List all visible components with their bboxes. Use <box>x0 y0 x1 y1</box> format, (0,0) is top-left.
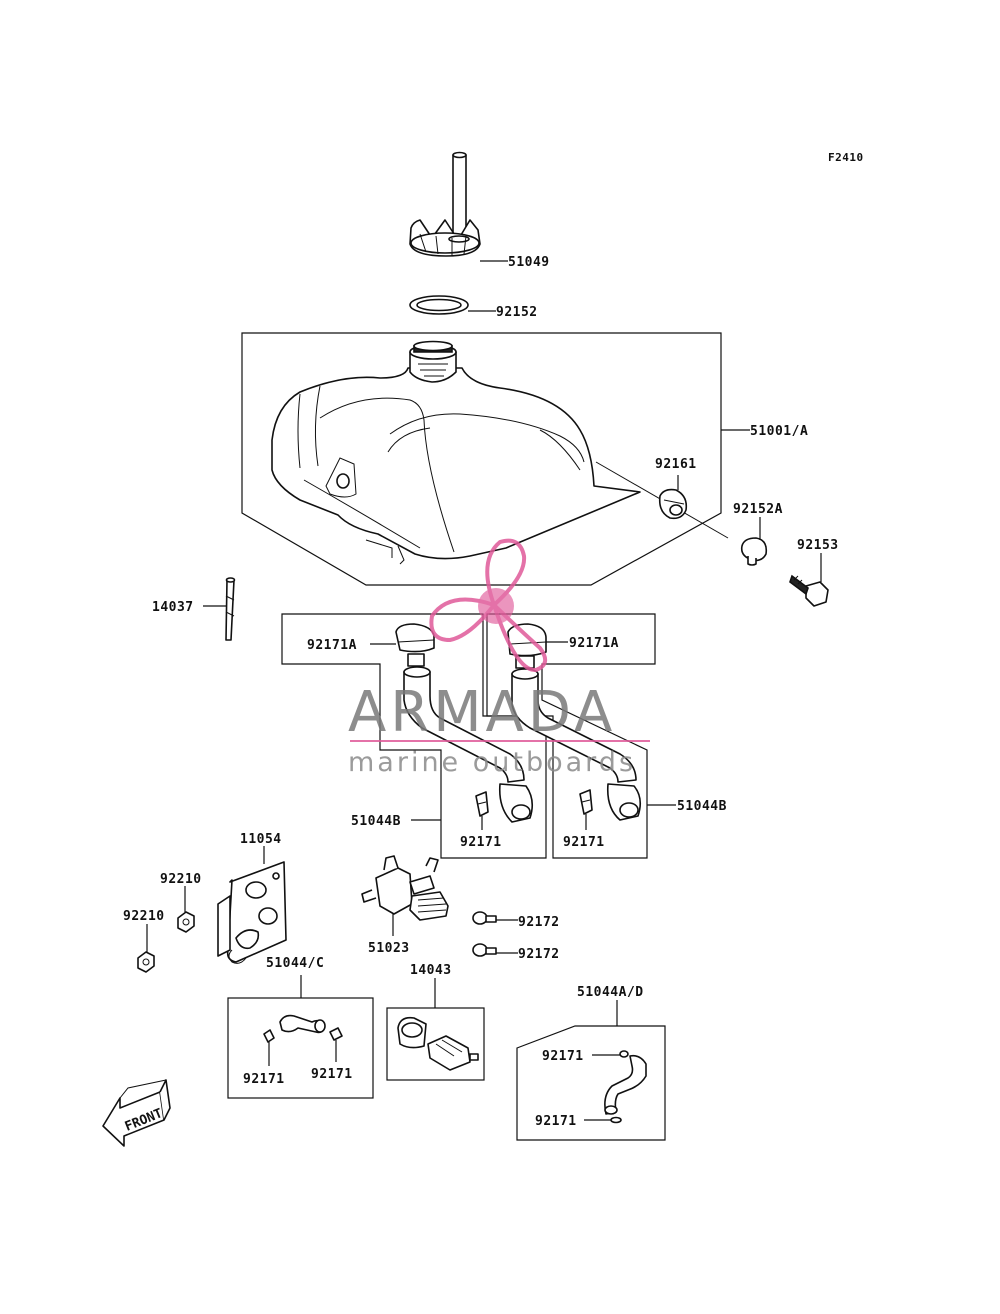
label-hose-c: 51044/C <box>266 956 324 971</box>
tank-assembly-frame <box>241 332 722 586</box>
label-collar: 92152A <box>733 502 783 517</box>
fuel-filter[interactable] <box>397 1016 479 1071</box>
rod[interactable] <box>225 577 236 641</box>
propeller-logo-icon <box>429 538 548 672</box>
label-clamp-a-right: 92171A <box>569 636 619 651</box>
figure-code: F2410 <box>828 151 864 164</box>
clip-ad-bottom[interactable] <box>610 1116 622 1124</box>
label-nut-upper: 92210 <box>160 872 202 887</box>
nut-upper[interactable] <box>177 911 195 933</box>
hose-b-right[interactable] <box>507 623 642 821</box>
label-tank: 51001/A <box>750 424 808 439</box>
label-cap: 51049 <box>508 255 550 270</box>
label-cock: 51023 <box>368 941 410 956</box>
label-nut-lower: 92210 <box>123 909 165 924</box>
label-screw-lower: 92172 <box>518 947 560 962</box>
screw-upper[interactable] <box>472 911 497 925</box>
clip-ad-top[interactable] <box>619 1050 629 1058</box>
label-clip-left-b: 92171 <box>460 835 502 850</box>
label-clip-right-b: 92171 <box>563 835 605 850</box>
watermark-tagline: marine outboards <box>348 747 636 778</box>
label-rod: 14037 <box>152 600 194 615</box>
clip-c-left[interactable] <box>263 1029 275 1043</box>
hose-c[interactable] <box>279 1014 326 1034</box>
hose-b-left-frame <box>281 613 547 859</box>
damper[interactable] <box>658 488 688 520</box>
label-bolt: 92153 <box>797 538 839 553</box>
clip-c-right[interactable] <box>329 1027 343 1041</box>
fuel-cock[interactable] <box>361 855 449 921</box>
label-bracket: 11054 <box>240 832 282 847</box>
clip-right-b[interactable] <box>579 789 593 815</box>
bracket[interactable] <box>217 861 287 964</box>
label-hose-ad: 51044A/D <box>577 985 644 1000</box>
watermark-brand: ARMADA <box>348 680 616 745</box>
front-arrow-icon: FRONT <box>102 1079 171 1147</box>
clip-left-b[interactable] <box>475 791 489 817</box>
label-filter: 14043 <box>410 963 452 978</box>
label-damper: 92161 <box>655 457 697 472</box>
label-screw-upper: 92172 <box>518 915 560 930</box>
hose-ad[interactable] <box>604 1054 647 1115</box>
label-clamp-a-left: 92171A <box>307 638 357 653</box>
hose-b-left[interactable] <box>395 623 534 823</box>
label-hose-b-right: 51044B <box>677 799 727 814</box>
watermark: ARMADA marine outboards <box>348 538 650 778</box>
collar[interactable] <box>740 537 768 566</box>
label-clip-ad-bottom: 92171 <box>535 1114 577 1129</box>
cap-gasket[interactable] <box>409 295 469 315</box>
label-clip-c-left: 92171 <box>243 1072 285 1087</box>
fuel-cap[interactable] <box>409 151 481 257</box>
label-clip-c-right: 92171 <box>311 1067 353 1082</box>
label-hose-b-left: 51044B <box>351 814 401 829</box>
screw-lower[interactable] <box>472 943 497 957</box>
fuel-tank[interactable] <box>271 340 729 565</box>
label-gasket: 92152 <box>496 305 538 320</box>
nut-lower[interactable] <box>137 951 155 973</box>
hose-ad-frame <box>516 1025 666 1141</box>
bolt[interactable] <box>789 574 829 607</box>
label-clip-ad-top: 92171 <box>542 1049 584 1064</box>
